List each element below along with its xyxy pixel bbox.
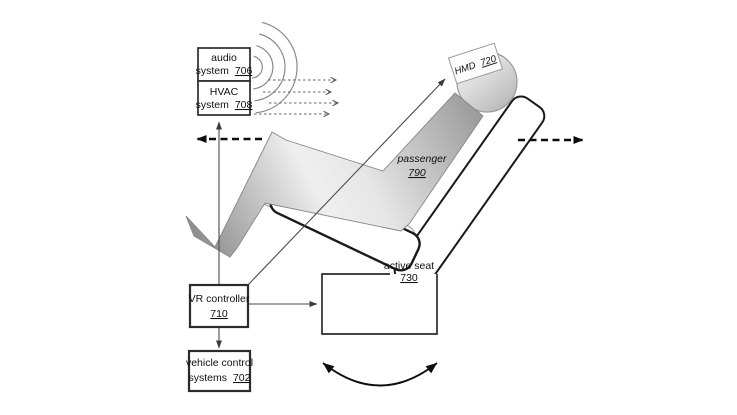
audio-system-box: audio system 706	[196, 47, 253, 82]
active-seat-base-fill	[322, 274, 437, 334]
vr-controller-box: VR controller 710	[189, 283, 250, 329]
hmd-label-ref: 720	[479, 53, 498, 69]
active-seat-base	[321, 273, 438, 335]
hvac-system-label-line1: HVAC	[210, 86, 239, 98]
passenger-label: passenger	[396, 153, 447, 165]
vehicle-control-ref: 702	[233, 372, 251, 384]
seat-rotation-arrow-icon	[322, 362, 438, 387]
svg-text:systems 702: systems 702	[189, 372, 251, 384]
audio-system-label-line1: audio	[211, 52, 237, 64]
audio-system-ref: 706	[235, 65, 253, 77]
hvac-system-ref: 708	[235, 99, 253, 111]
active-seat-label: active seat	[384, 260, 434, 272]
svg-text:system 706: system 706	[196, 65, 253, 77]
svg-text:system 708: system 708	[196, 99, 253, 111]
hvac-system-label-line2: system	[196, 99, 230, 111]
hmd-device	[447, 42, 504, 85]
vr-controller-ref: 710	[210, 308, 228, 320]
hvac-airflow-arrows-icon	[254, 80, 338, 114]
sound-wave-arcs-icon	[252, 21, 298, 114]
vr-connection-arrows	[216, 78, 446, 349]
vr-to-hmd-arrow	[246, 78, 446, 287]
passenger-label-ref: 790	[408, 167, 426, 179]
audio-system-label-line2: system	[196, 65, 230, 77]
vehicle-control-systems-box: vehicle control systems 702	[186, 349, 253, 393]
hvac-system-box: HVAC system 708	[196, 80, 253, 116]
active-seat-label-ref: 730	[400, 272, 418, 284]
vr-controller-label: VR controller	[189, 293, 250, 305]
vehicle-control-label-line2: systems	[189, 372, 228, 384]
vehicle-control-label-line1: vehicle control	[186, 357, 253, 369]
passenger-body	[185, 92, 484, 258]
